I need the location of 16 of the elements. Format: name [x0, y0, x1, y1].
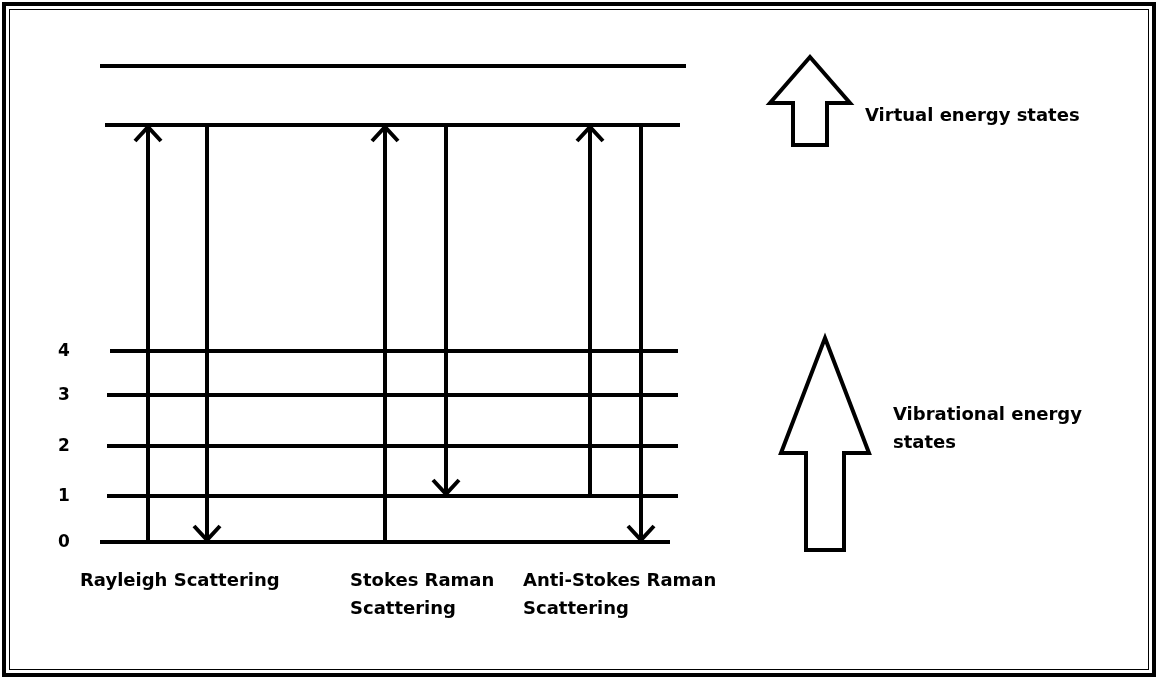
arrow	[626, 127, 656, 542]
level-number: 0	[58, 531, 70, 551]
arrow	[370, 125, 400, 540]
arrow	[431, 127, 461, 496]
level-number: 3	[58, 384, 70, 404]
text-label: Stokes Raman Scattering	[350, 568, 496, 620]
text-label: Virtual energy states	[865, 103, 1080, 127]
level-number: 1	[58, 485, 70, 505]
text-label: Rayleigh Scattering	[80, 568, 280, 592]
arrow	[575, 125, 605, 494]
text-label: Vibrational energy states	[893, 402, 1083, 454]
text-label: Anti-Stokes Raman Scattering	[523, 568, 718, 620]
arrow	[133, 125, 163, 540]
level-number: 2	[58, 435, 70, 455]
arrow	[192, 127, 222, 542]
level-number: 4	[58, 340, 70, 360]
